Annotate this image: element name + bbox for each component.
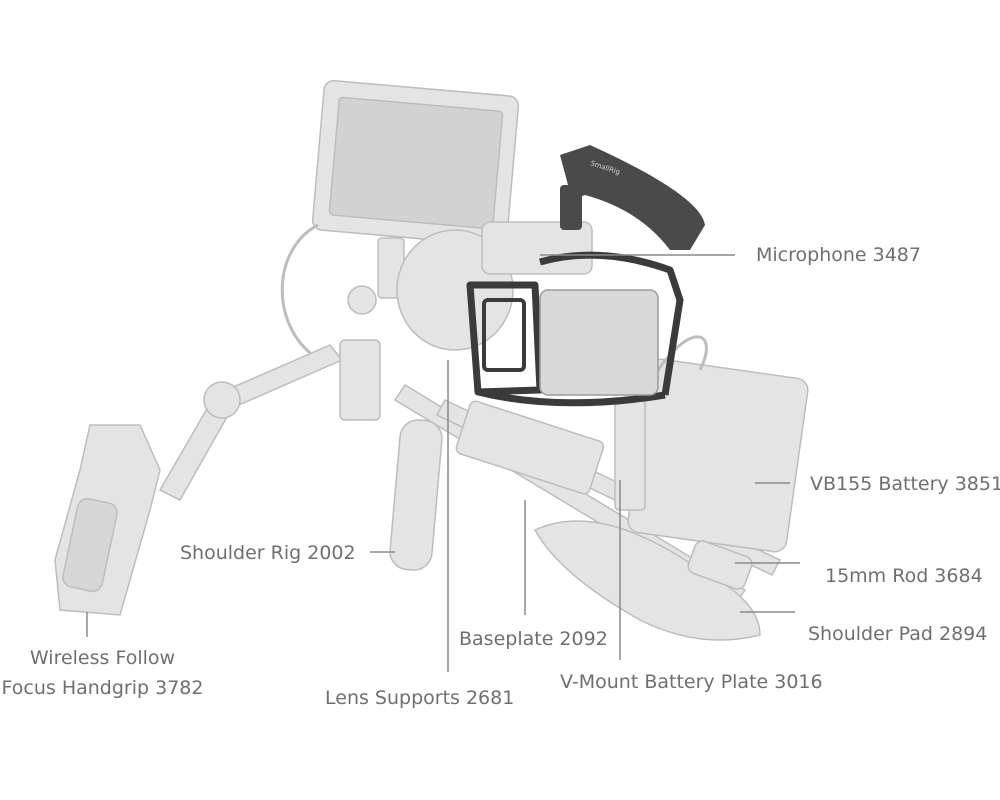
battery-cable: [653, 335, 708, 376]
baseplate: [455, 400, 605, 495]
shoulder-pad: [533, 520, 761, 641]
label-shoulder-rig: Shoulder Rig 2002: [180, 542, 356, 564]
label-handgrip-line1: Wireless Follow: [29, 647, 176, 669]
label-baseplate: Baseplate 2092: [459, 628, 608, 650]
label-vmount: V-Mount Battery Plate 3016: [560, 671, 823, 693]
label-rod: 15mm Rod 3684: [825, 565, 983, 587]
shoulder-rig-ghost: [54, 79, 809, 641]
top-handle-post: [560, 185, 582, 230]
camera-body: [539, 289, 659, 396]
label-handgrip-line2: Focus Handgrip 3782: [1, 677, 204, 699]
leader-lines: [86, 254, 800, 672]
arm-joint: [203, 381, 241, 419]
rod-ends: [687, 540, 753, 590]
cage-top-frame: [539, 251, 684, 396]
label-microphone: Microphone 3487: [756, 244, 921, 266]
microphone-body: [481, 221, 593, 275]
cage-bottom-frame: [477, 388, 666, 407]
handgrip-arm: [158, 344, 344, 501]
label-lens-supports: Lens Supports 2681: [325, 687, 515, 709]
monitor-cable: [280, 223, 321, 362]
label-shoulder-pad: Shoulder Pad 2894: [808, 623, 988, 645]
rod-clamp: [339, 339, 381, 421]
handgrip-panel: [62, 497, 118, 593]
monitor-screen: [328, 96, 504, 230]
top-handle-grip: [560, 145, 705, 250]
top-handle: SmallRig: [560, 145, 705, 250]
cage-side-plate: [482, 298, 526, 372]
label-battery: VB155 Battery 3851: [810, 473, 1000, 495]
label-handgrip: Wireless Follow Focus Handgrip 3782: [0, 643, 205, 703]
grip-handle: [389, 419, 443, 571]
mount-knob: [347, 285, 377, 315]
